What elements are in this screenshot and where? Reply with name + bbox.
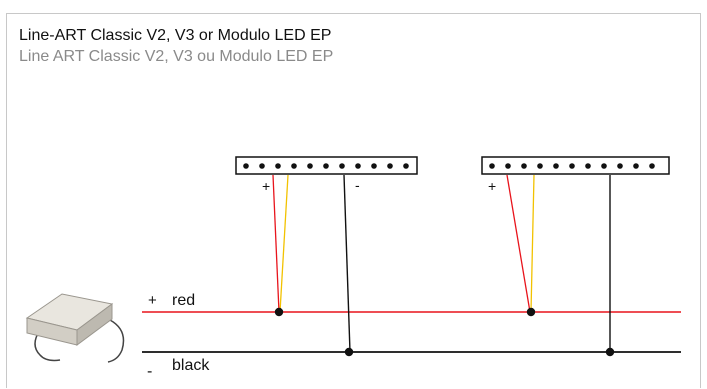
red-drop-wire bbox=[272, 174, 280, 313]
junction-dot bbox=[274, 307, 284, 317]
strip2-plus-label: + bbox=[488, 178, 496, 194]
yellow-drop-wire bbox=[530, 174, 535, 313]
diagram-subtitle: Line ART Classic V2, V3 ou Modulo LED EP bbox=[19, 48, 334, 65]
red-wire-plus-symbol: + bbox=[148, 292, 157, 309]
yellow-drop-wire bbox=[279, 174, 289, 313]
diagram-title: Line-ART Classic V2, V3 or Modulo LED EP bbox=[19, 27, 332, 44]
black-wire-label: black bbox=[172, 357, 210, 374]
strip1-plus-label: + bbox=[262, 178, 270, 194]
led-connector-strip-icon bbox=[235, 156, 418, 175]
led-connector-strip-icon bbox=[481, 156, 670, 175]
red-drop-wire bbox=[506, 174, 531, 313]
led-driver-icon bbox=[25, 293, 125, 363]
junction-dots bbox=[274, 307, 615, 357]
diagram-frame bbox=[6, 13, 701, 388]
junction-dot bbox=[605, 347, 615, 357]
strip1-minus-label: - bbox=[355, 177, 360, 193]
black-drop-wire bbox=[343, 174, 351, 353]
junction-dot bbox=[344, 347, 354, 357]
junction-dot bbox=[526, 307, 536, 317]
black-wire-minus-symbol: - bbox=[147, 363, 152, 380]
red-wire-label: red bbox=[172, 292, 195, 309]
